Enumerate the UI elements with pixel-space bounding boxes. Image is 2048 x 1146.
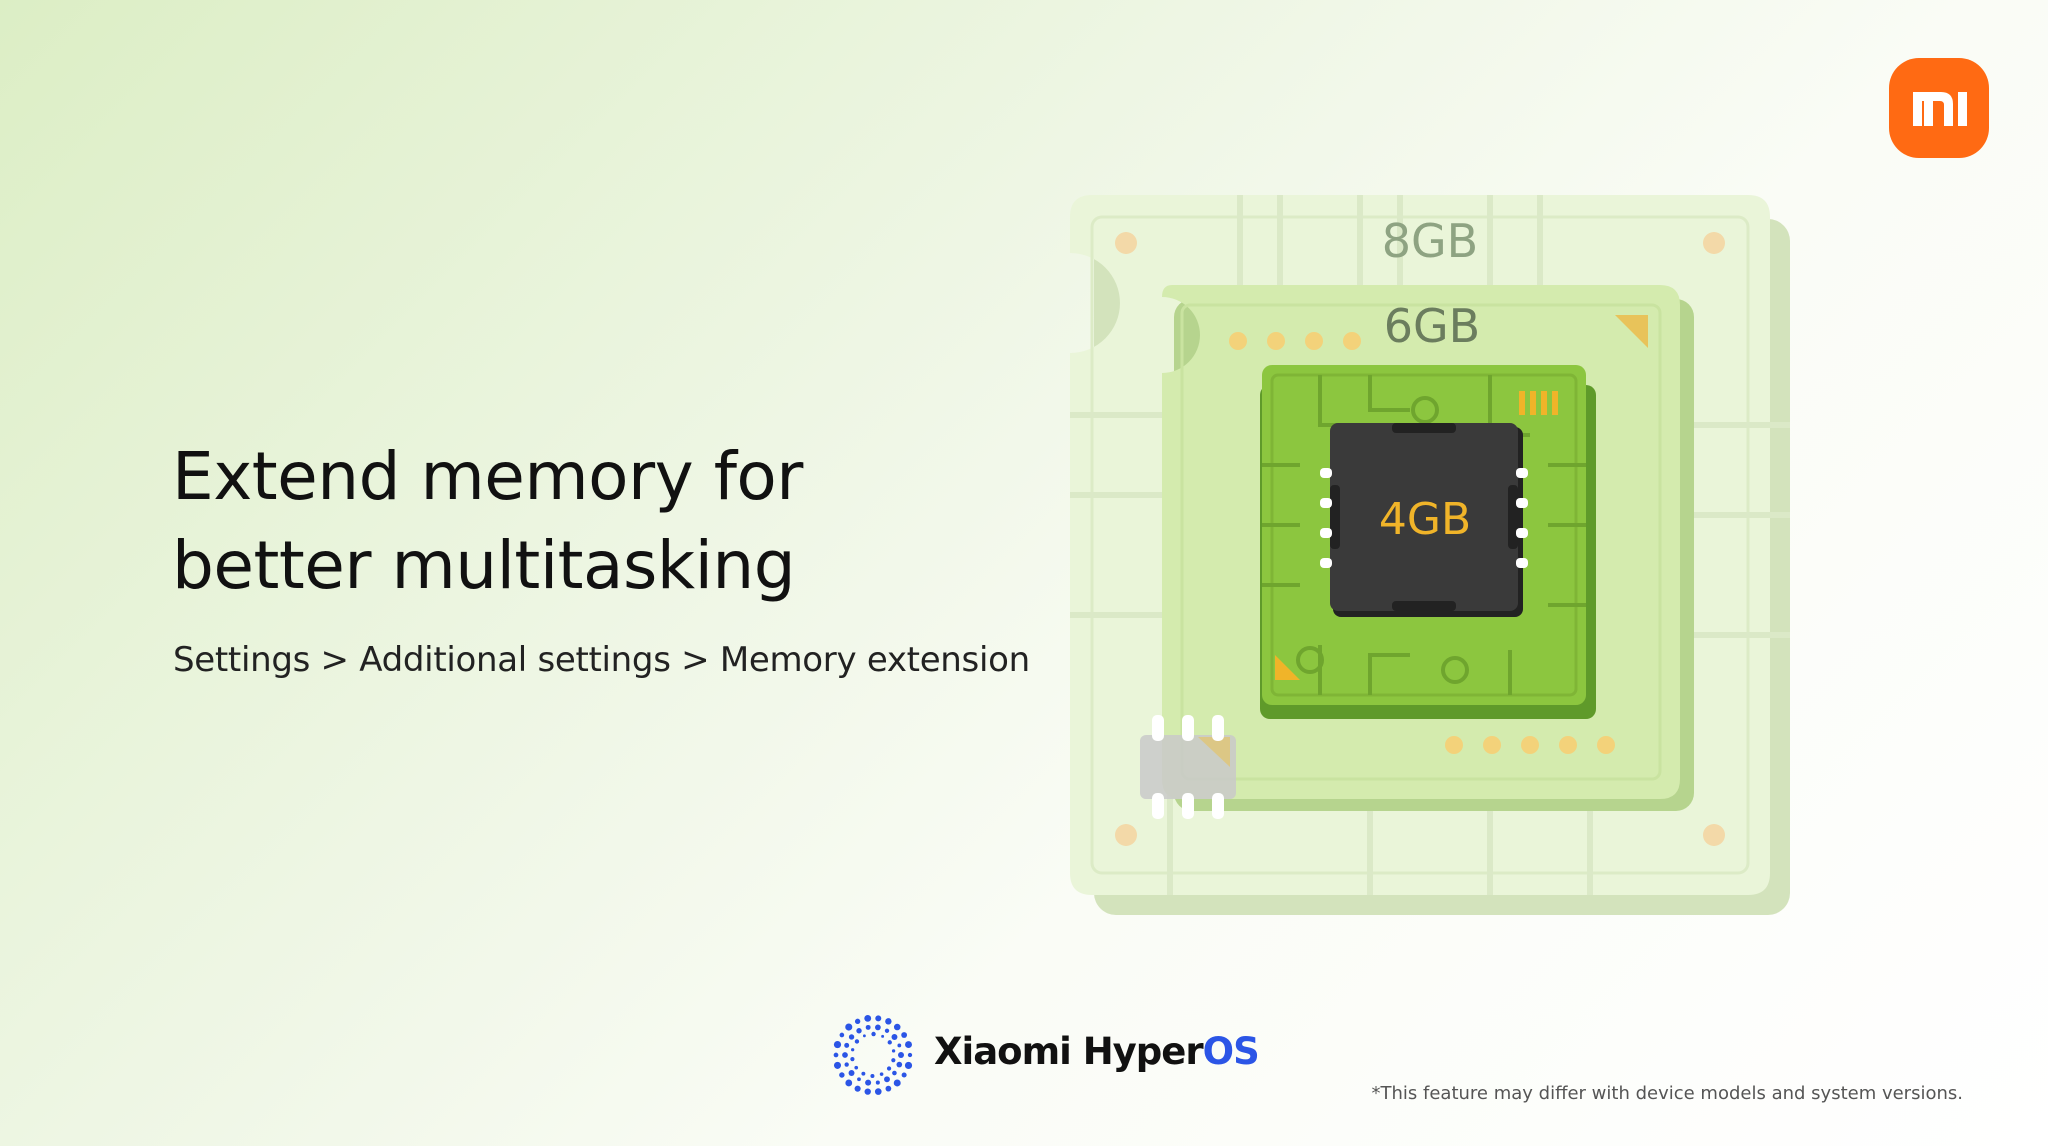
hyperos-dot-ring-icon	[833, 1014, 913, 1095]
hyperos-dot	[861, 1071, 866, 1076]
small-component	[1140, 715, 1236, 819]
memory-size-4gb: 4GB	[1379, 494, 1471, 545]
hyperos-dot	[885, 1085, 892, 1092]
hyperos-dot	[893, 1079, 901, 1087]
hyperos-dot	[891, 1034, 898, 1040]
brand-name-prefix: Xiaomi Hyper	[934, 1030, 1204, 1073]
hyperos-dot	[871, 1031, 876, 1037]
hyperos-dot	[885, 1018, 892, 1025]
hyperos-dot	[881, 1034, 885, 1038]
page-title-line-2: better multitasking	[172, 527, 796, 604]
memory-die: 4GB	[1320, 423, 1528, 617]
hyperos-brand: Xiaomi HyperOS	[830, 1010, 1260, 1100]
hyperos-dot	[833, 1061, 842, 1069]
hyperos-dot	[842, 1052, 848, 1058]
inner-board: 4GB	[1260, 365, 1596, 719]
hyperos-dot	[886, 1066, 892, 1071]
hyperos-dot	[856, 1028, 862, 1034]
disclaimer-text: *This feature may differ with device mod…	[1371, 1083, 1964, 1104]
page-title: Extend memory for better multitasking	[172, 432, 803, 610]
hyperos-dot	[893, 1023, 901, 1031]
hyperos-dot	[897, 1043, 902, 1048]
memory-size-8gb: 8GB	[1382, 214, 1478, 268]
hyperos-dot	[891, 1049, 896, 1053]
hyperos-dot	[884, 1028, 890, 1033]
hyperos-dot	[845, 1079, 853, 1087]
hyperos-dot	[850, 1057, 855, 1062]
hyperos-dot	[864, 1014, 872, 1022]
brand-name: Xiaomi HyperOS	[934, 1030, 1260, 1073]
hyperos-dot	[854, 1065, 859, 1070]
hyperos-dot	[854, 1039, 860, 1044]
hyperos-dot	[874, 1088, 882, 1095]
hyperos-dot	[833, 1052, 839, 1058]
hyperos-dot	[839, 1032, 845, 1038]
hyperos-dot	[865, 1079, 872, 1086]
hyperos-dot	[875, 1015, 882, 1022]
mi-logo-mark	[1913, 92, 1967, 126]
hyperos-dot	[854, 1018, 861, 1025]
hyperos-dot	[833, 1040, 842, 1049]
hyperos-dot	[879, 1072, 884, 1076]
hyperos-dot	[865, 1024, 871, 1030]
hyperos-dot	[875, 1080, 880, 1085]
hyperos-dot	[845, 1023, 853, 1031]
hyperos-dot	[907, 1052, 913, 1058]
hyperos-dot	[844, 1042, 850, 1048]
hyperos-dot	[844, 1062, 849, 1067]
hyperos-dot	[862, 1034, 866, 1038]
hyperos-dot	[884, 1076, 890, 1083]
brand-name-suffix: OS	[1202, 1030, 1260, 1073]
memory-size-6gb: 6GB	[1384, 299, 1480, 353]
hyperos-dot	[875, 1024, 881, 1031]
hyperos-dot	[887, 1040, 892, 1045]
page-title-line-1: Extend memory for	[172, 438, 803, 515]
hyperos-dot	[870, 1073, 875, 1078]
hyperos-dot	[864, 1088, 871, 1095]
hyperos-dot	[848, 1034, 855, 1040]
hyperos-dot	[901, 1072, 907, 1078]
hyperos-dot	[892, 1070, 897, 1076]
hyperos-dot	[898, 1052, 904, 1059]
memory-chip-illustration: 8GB	[1070, 195, 1790, 915]
hyperos-dot	[891, 1058, 896, 1063]
hyperos-dot	[904, 1061, 913, 1070]
hyperos-dot	[851, 1048, 855, 1052]
hyperos-dot	[905, 1041, 912, 1049]
hyperos-dot	[839, 1072, 845, 1078]
hyperos-dot	[896, 1061, 903, 1068]
hyperos-dot	[848, 1070, 855, 1076]
settings-path: Settings > Additional settings > Memory …	[173, 640, 1030, 680]
hyperos-dot	[857, 1077, 861, 1082]
hyperos-dot	[901, 1032, 908, 1038]
mi-logo	[1889, 58, 1989, 158]
hyperos-dot	[854, 1085, 861, 1092]
